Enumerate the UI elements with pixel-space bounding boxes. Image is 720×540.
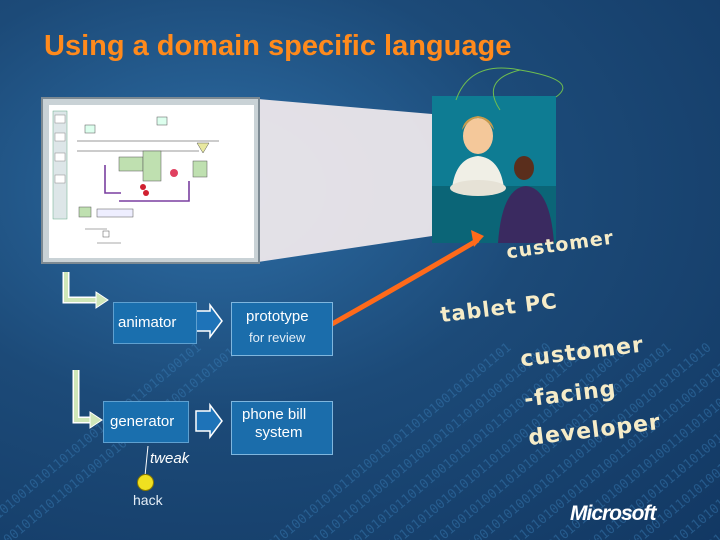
svg-text:010101101010010101011010100101: 0101011010100101010110101001010110101010… [653,340,720,540]
phone-bill-box: phone bill system [231,401,333,455]
microsoft-logo: Microsoft [570,502,656,525]
diagram-canvas [49,105,254,258]
diagram-content [52,110,219,244]
prototype-box: prototype for review [231,302,333,356]
customer-facing-label-1: customer [518,332,646,373]
animator-box: animator [113,302,197,344]
animator-label: animator [118,314,177,331]
tweak-label: tweak [150,450,190,467]
for-review-label: for review [249,330,306,345]
generator-label: generator [110,413,175,430]
customer-facing-label-2: -facing [522,376,618,413]
generator-box: generator [103,401,189,443]
customer-facing-label-3: developer [526,409,663,452]
svg-text:110100101010110101001010101010: 1101001010101101010010101010100101011010… [693,340,720,540]
diagram-screenshot [41,97,260,264]
tablet-pc-label: tablet PC [438,288,559,328]
slide-title: Using a domain specific language [44,30,512,62]
phone-bill-label: phone bill [242,406,307,423]
people-illustration [432,96,556,243]
people-photo [432,96,556,243]
prototype-label: prototype [246,308,309,325]
phone-bill-system-label: system [255,424,303,441]
smiley-icon [137,474,154,491]
hack-label: hack [133,492,163,508]
